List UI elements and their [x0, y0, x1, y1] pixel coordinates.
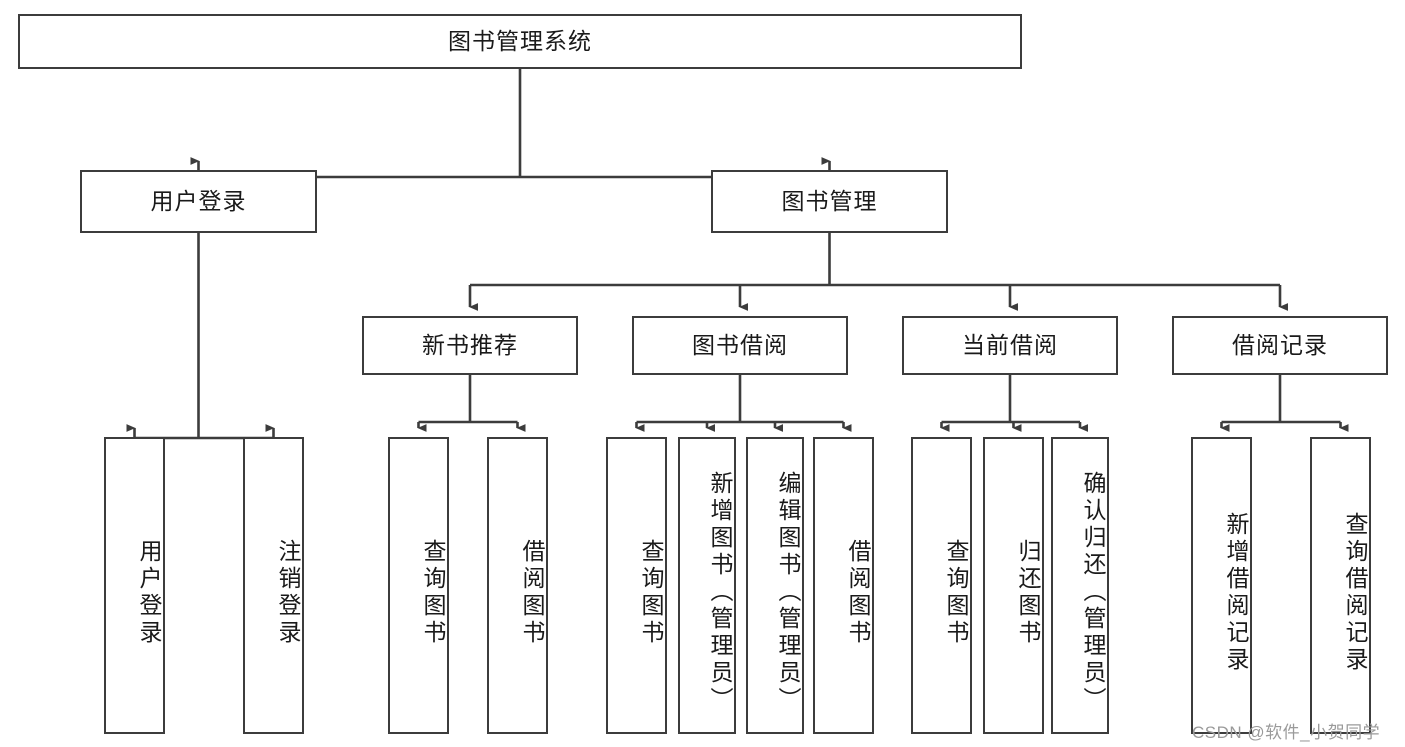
node-leaf-cur-return: 归还图书 [983, 437, 1044, 734]
node-lvl3-recommend: 新书推荐 [362, 316, 578, 375]
node-lvl3-borrow: 图书借阅 [632, 316, 848, 375]
node-lvl3-record: 借阅记录 [1172, 316, 1388, 375]
node-label: 确认归还（管理员） [1080, 471, 1106, 714]
node-leaf-rc-query: 查询借阅记录 [1310, 437, 1371, 734]
node-leaf-cur-confirm: 确认归还（管理员） [1051, 437, 1109, 734]
node-lvl3-current: 当前借阅 [902, 316, 1118, 375]
node-label: 归还图书 [1015, 538, 1041, 647]
node-label: 查询借阅记录 [1342, 511, 1368, 674]
node-label: 用户登录 [150, 187, 247, 214]
node-label: 用户登录 [136, 538, 162, 647]
node-leaf-user-logout: 注销登录 [243, 437, 304, 734]
node-leaf-br-query: 查询图书 [606, 437, 667, 734]
node-leaf-cur-query: 查询图书 [911, 437, 972, 734]
node-label: 借阅记录 [1232, 331, 1328, 358]
node-root: 图书管理系统 [18, 14, 1022, 69]
node-leaf-br-edit: 编辑图书（管理员） [746, 437, 804, 734]
node-label: 新增图书（管理员） [707, 471, 733, 714]
node-label: 图书借阅 [692, 331, 788, 358]
node-label: 借阅图书 [845, 538, 871, 647]
node-lvl2-user: 用户登录 [80, 170, 317, 233]
node-lvl2-book: 图书管理 [711, 170, 948, 233]
node-label: 查询图书 [420, 538, 446, 647]
node-leaf-rc-add: 新增借阅记录 [1191, 437, 1252, 734]
node-label: 图书管理 [781, 187, 878, 214]
node-leaf-br-lend: 借阅图书 [813, 437, 874, 734]
node-label: 当前借阅 [962, 331, 1058, 358]
node-leaf-rec-borrow: 借阅图书 [487, 437, 548, 734]
node-label: 图书管理系统 [448, 27, 592, 54]
node-label: 注销登录 [275, 538, 301, 647]
node-label: 查询图书 [943, 538, 969, 647]
node-label: 新增借阅记录 [1223, 511, 1249, 674]
node-label: 编辑图书（管理员） [775, 471, 801, 714]
node-label: 新书推荐 [422, 331, 518, 358]
node-label: 查询图书 [638, 538, 664, 647]
node-label: 借阅图书 [519, 538, 545, 647]
node-leaf-br-add: 新增图书（管理员） [678, 437, 736, 734]
node-leaf-rec-query: 查询图书 [388, 437, 449, 734]
node-leaf-user-login: 用户登录 [104, 437, 165, 734]
csdn-watermark: CSDN @软件_小贺同学 [1192, 723, 1381, 742]
